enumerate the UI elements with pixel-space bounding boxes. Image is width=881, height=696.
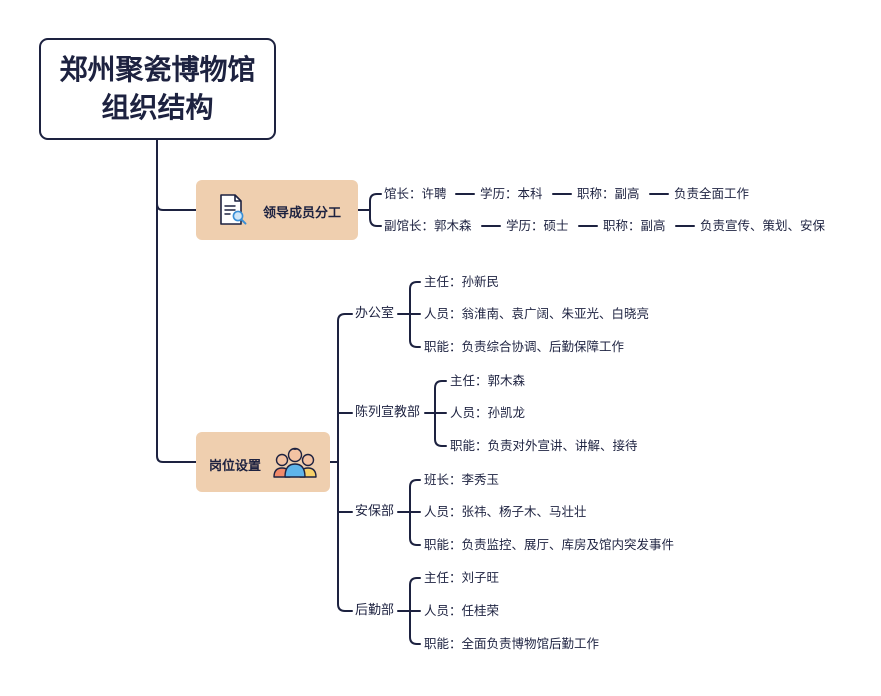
dept-exhibition-item: 人员：孙凯龙 <box>450 405 526 420</box>
root-node[interactable]: 郑州聚瓷博物馆 组织结构 <box>39 38 276 140</box>
dept-exhibition-item: 主任：郭木森 <box>450 373 526 388</box>
dept-logistics-item: 主任：刘子旺 <box>424 570 500 585</box>
leadership-row1-duty: 负责全面工作 <box>674 186 750 201</box>
positions-bracket <box>329 313 353 612</box>
branch-leadership-line <box>156 203 197 211</box>
leadership-node[interactable]: 领导成员分工 <box>196 180 358 240</box>
dept-logistics-item: 人员：任桂荣 <box>424 603 500 618</box>
logistics-bracket <box>397 577 421 645</box>
document-search-icon <box>218 193 248 227</box>
dept-office-name: 办公室 <box>355 306 395 321</box>
root-title-line2: 组织结构 <box>101 91 214 124</box>
leadership-row1-education: 学历：本科 <box>480 186 543 201</box>
dept-logistics-name: 后勤部 <box>355 603 395 618</box>
dept-security-name: 安保部 <box>355 504 395 519</box>
leadership-row2-education: 学历：硕士 <box>506 218 569 233</box>
dept-security-item: 职能：负责监控、展厅、库房及馆内突发事件 <box>424 537 675 552</box>
leadership-bracket <box>357 193 382 227</box>
leadership-label: 领导成员分工 <box>263 206 342 221</box>
dept-security-item: 人员：张祎、杨子木、马壮壮 <box>424 504 587 519</box>
dept-office-item: 职能：负责综合协调、后勤保障工作 <box>424 339 625 354</box>
positions-node[interactable]: 岗位设置 <box>196 432 330 492</box>
exhibition-bracket <box>424 380 447 447</box>
dept-office-item: 人员：翁淮南、袁广阔、朱亚光、白晓亮 <box>424 306 650 321</box>
positions-label: 岗位设置 <box>209 459 262 474</box>
trunk-line <box>156 139 197 463</box>
leadership-row2-duty: 负责宣传、策划、安保 <box>700 218 826 233</box>
leadership-row2-title: 职称：副高 <box>603 218 666 233</box>
leadership-row1-title: 职称：副高 <box>577 186 640 201</box>
leadership-row2-role: 副馆长：郭木森 <box>384 218 472 233</box>
office-bracket <box>397 281 421 348</box>
dept-exhibition-name: 陈列宣教部 <box>355 405 421 420</box>
dept-exhibition-item: 职能：负责对外宣讲、讲解、接待 <box>450 438 638 453</box>
leadership-row1-role: 馆长：许聘 <box>384 186 447 201</box>
dept-office-item: 主任：孙新民 <box>424 274 500 289</box>
dept-security-item: 班长：李秀玉 <box>424 472 500 487</box>
security-bracket <box>397 479 421 546</box>
root-title-line1: 郑州聚瓷博物馆 <box>59 53 256 86</box>
team-people-icon <box>272 446 318 478</box>
dept-logistics-item: 职能：全面负责博物馆后勤工作 <box>424 636 600 651</box>
